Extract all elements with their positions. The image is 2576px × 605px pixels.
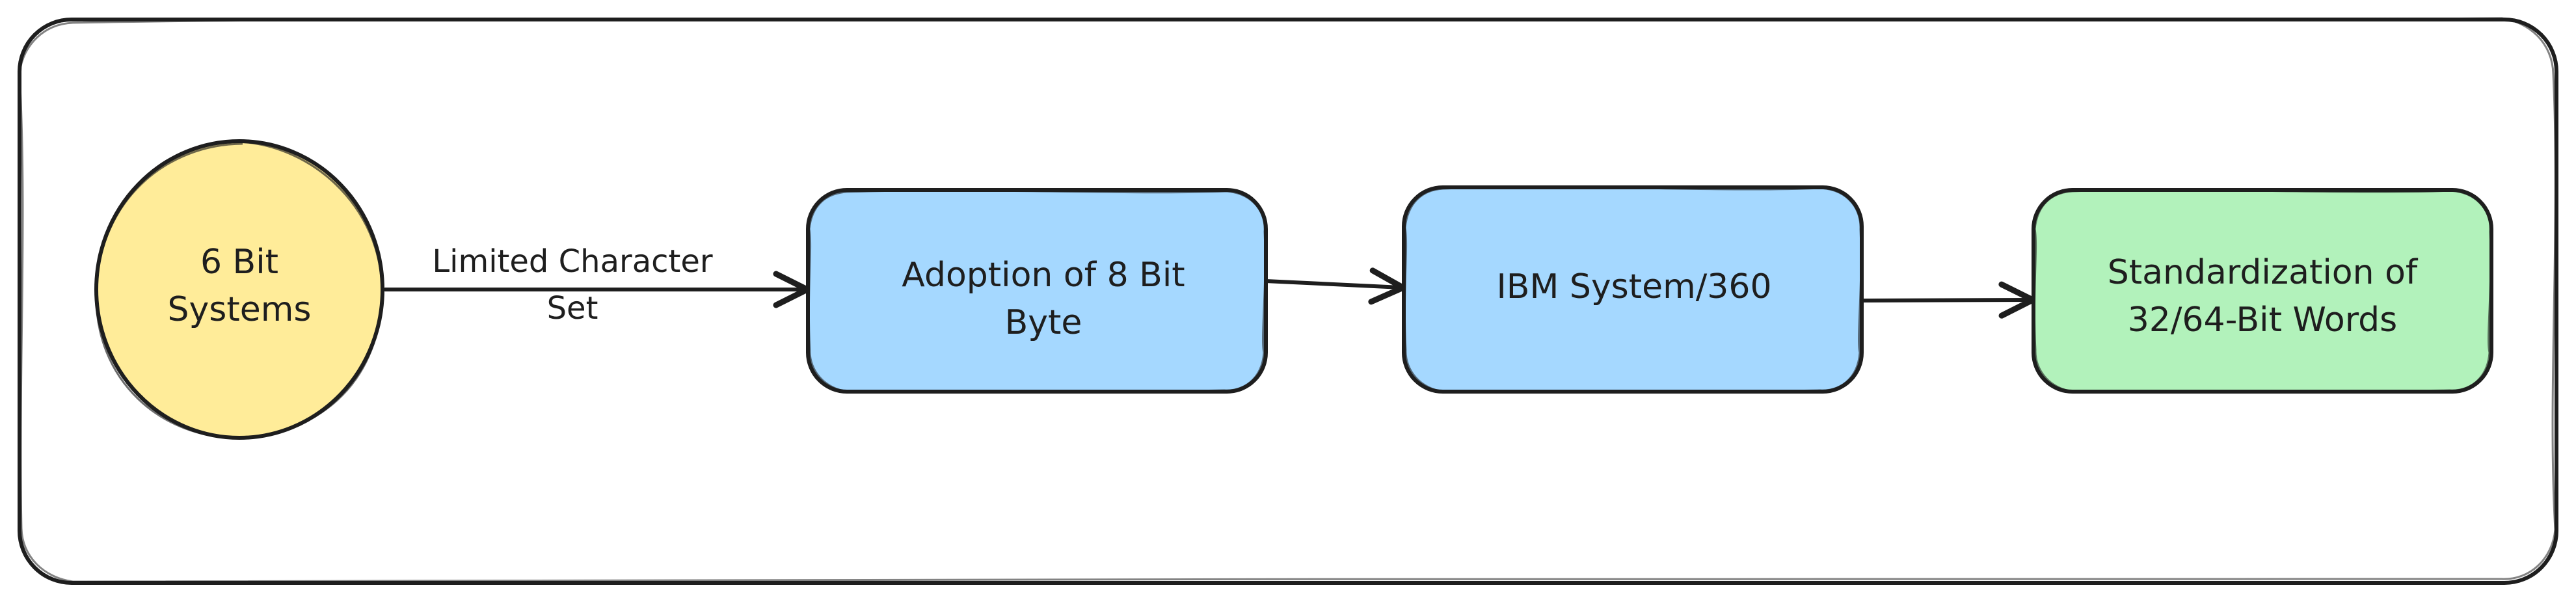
node-rect-sketch xyxy=(807,189,1267,393)
edge-ibm-360-to-standardization xyxy=(1860,281,2036,319)
node-ibm-system-360[interactable]: IBM System/360 xyxy=(1402,185,1864,394)
edge-label-line-1: Limited Character xyxy=(432,243,712,280)
node-standardization-32-64[interactable]: Standardization of 32/64-Bit Words xyxy=(2032,188,2493,394)
node-label-line-2: Systems xyxy=(168,290,312,329)
edge-8-bit-to-ibm-360 xyxy=(1264,267,1406,305)
node-label-line-1: 6 Bit xyxy=(200,243,278,282)
outer-frame-sketch xyxy=(18,17,2556,583)
edge-arrow-3 xyxy=(1860,281,2036,319)
edge-label-line-2: Set xyxy=(547,290,598,327)
edge-6-bit-to-8-bit: Limited Character Set xyxy=(383,243,811,327)
edge-arrow-2 xyxy=(1264,267,1406,305)
node-label-line-2: 32/64-Bit Words xyxy=(2128,301,2398,340)
node-circle-sketch xyxy=(95,141,383,439)
node-6-bit-systems[interactable]: 6 Bit Systems xyxy=(94,139,384,440)
node-label-line-2: Byte xyxy=(1005,303,1082,342)
node-label-line-1: Adoption of 8 Bit xyxy=(902,256,1185,295)
node-label-line-1: Standardization of xyxy=(2108,253,2419,292)
node-rect-sketch xyxy=(1403,185,1862,393)
node-rect-sketch xyxy=(2033,189,2492,393)
node-adoption-8-bit-byte[interactable]: Adoption of 8 Bit Byte xyxy=(806,188,1268,394)
node-label-line-1: IBM System/360 xyxy=(1496,267,1771,306)
